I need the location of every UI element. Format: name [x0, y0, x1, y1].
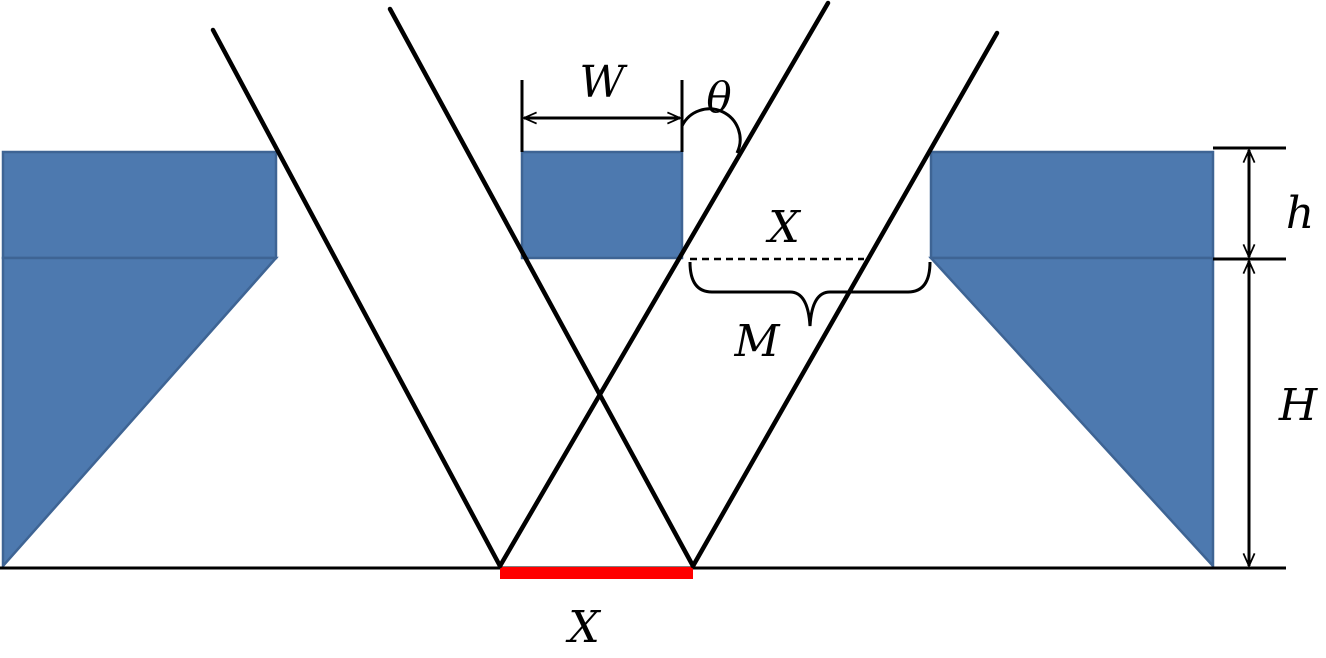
- gap-brace: [688, 261, 932, 327]
- left-mask-upper-layer: [1, 150, 278, 260]
- shift-label-bottom: X: [565, 602, 601, 653]
- left-mask-lower-taper: [1, 256, 279, 570]
- lower-height-label: H: [1278, 380, 1319, 431]
- beam-line-2: [387, 6, 696, 569]
- width-dimension: [520, 80, 684, 152]
- beam-line-4: [690, 30, 1000, 569]
- angle-label: θ: [706, 73, 731, 122]
- right-mask: [928, 150, 1215, 570]
- center-mask-block: [520, 150, 684, 260]
- gap-label: M: [733, 316, 780, 367]
- beam-lines: [210, 0, 1000, 569]
- upper-height-label: h: [1286, 188, 1314, 239]
- angle-arc: [680, 107, 742, 154]
- shift-label-top: X: [765, 202, 801, 253]
- left-mask: [1, 150, 279, 570]
- upper-height-dimension: [1213, 146, 1286, 261]
- beam-line-1: [210, 27, 503, 569]
- right-mask-upper-layer: [929, 150, 1215, 260]
- beam-line-3: [497, 0, 831, 569]
- right-mask-lower-taper: [928, 256, 1215, 570]
- width-label: W: [579, 57, 628, 108]
